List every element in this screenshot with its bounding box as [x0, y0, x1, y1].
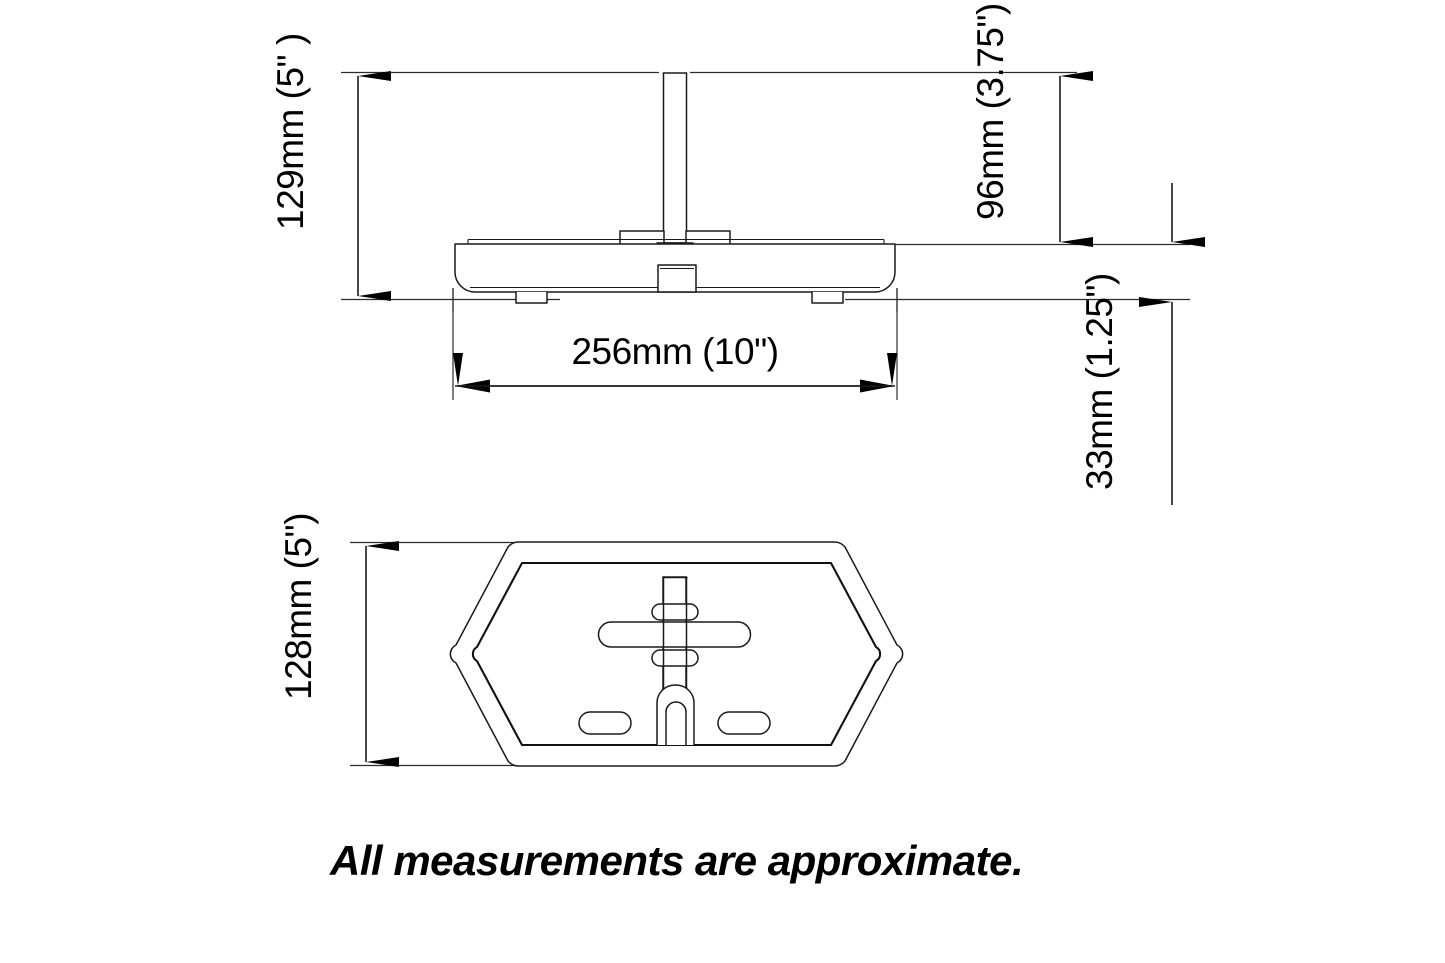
bracket-outer: [656, 684, 695, 746]
dimension-overall-height-label: 129mm (5" ): [270, 33, 311, 230]
cross-slot-horizontal: [597, 621, 752, 648]
base-center-boss: [657, 264, 697, 293]
side-slot-right: [717, 711, 771, 735]
dimension-post-height-label: 96mm (3.75"): [970, 3, 1011, 220]
dimension-base-depth-label: 128mm (5"): [278, 513, 319, 700]
approximate-measurements-note: All measurements are approximate.: [329, 837, 1023, 884]
dimension-base-width-label: 256mm (10"): [571, 331, 778, 372]
dimension-base-thickness: 33mm (1.25"): [1079, 183, 1205, 505]
post-footprint-bar-edges: [662, 576, 688, 691]
dimension-post-height: 96mm (3.75"): [970, 3, 1093, 247]
base-foot-left: [515, 291, 548, 304]
bracket-inner: [665, 701, 687, 746]
dimension-overall-height: 129mm (5" ): [270, 33, 391, 301]
plan-view: 128mm (5"): [278, 513, 904, 767]
side-slot-left: [578, 711, 632, 735]
dimension-base-width: 256mm (10"): [452, 288, 898, 400]
plate-inner-outline: [471, 561, 882, 747]
vertical-post: [662, 72, 688, 244]
cross-slot-lower: [651, 649, 699, 667]
dimension-base-thickness-label: 33mm (1.25"): [1079, 273, 1120, 490]
cross-slot-upper: [651, 603, 699, 621]
base-foot-right: [811, 291, 844, 304]
dimension-base-depth: 128mm (5"): [278, 513, 399, 767]
side-elevation-view: 129mm (5" ) 96mm (3.75") 256mm (10"): [270, 3, 1205, 505]
